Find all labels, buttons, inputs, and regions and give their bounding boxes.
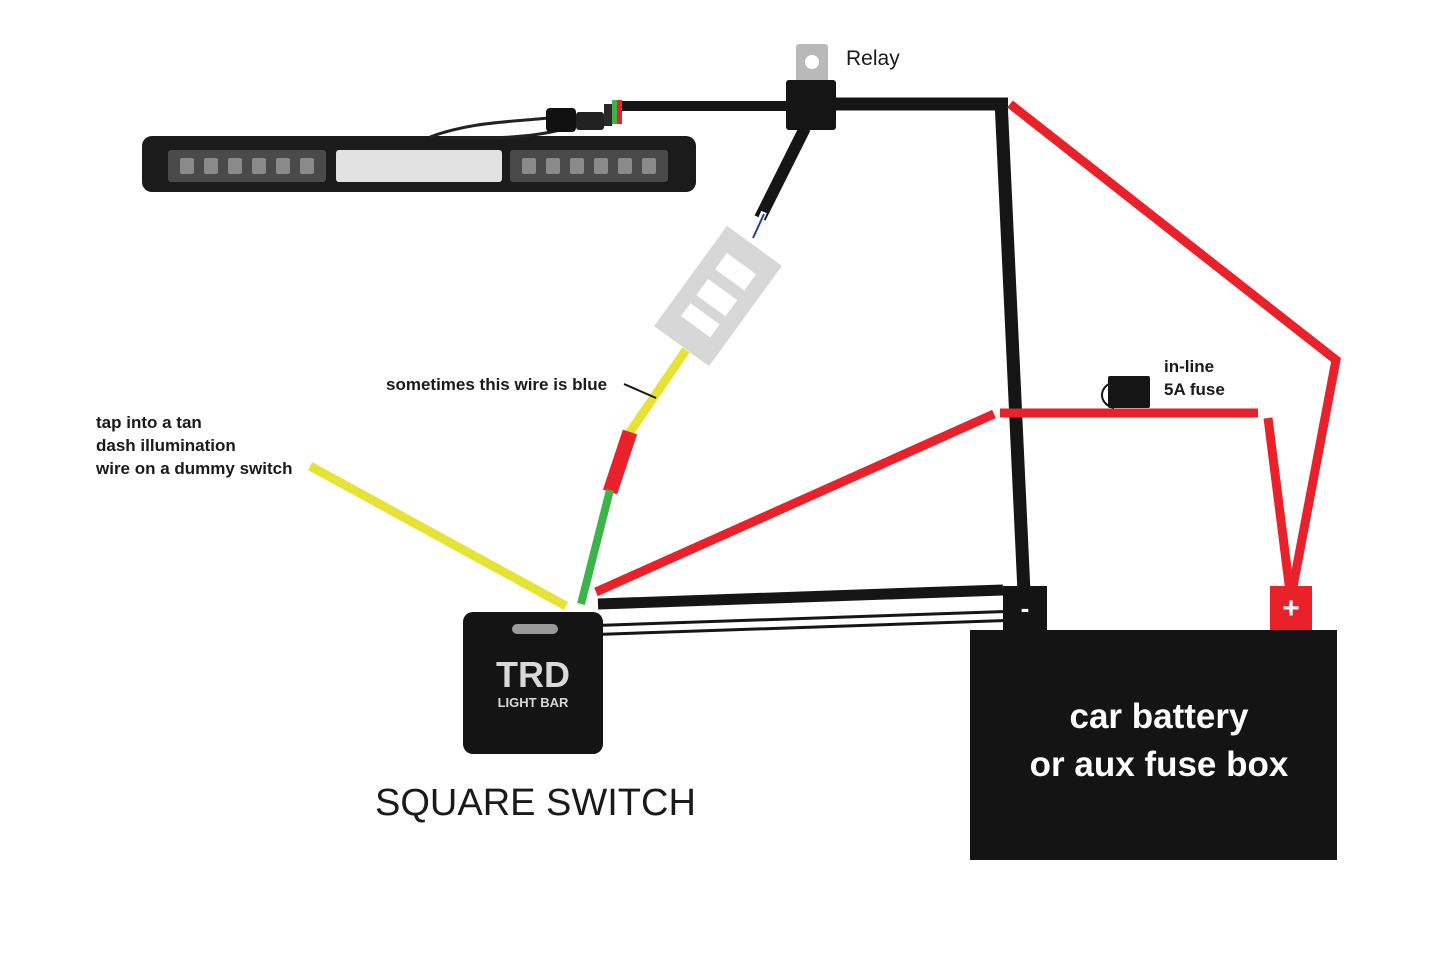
switch-caption: SQUARE SWITCH <box>375 782 696 824</box>
relay-icon <box>786 44 836 130</box>
tan-illumination-wire <box>307 462 569 610</box>
battery-positive-terminal: + <box>1282 592 1300 625</box>
white-wire <box>595 610 1007 636</box>
battery-negative-terminal: - <box>1021 593 1030 623</box>
light-bar-icon <box>142 136 696 192</box>
switch-logo-trd: TRD <box>496 654 570 695</box>
wire-note-label: sometimes this wire is blue <box>386 375 607 394</box>
trd-square-switch-icon: TRD LIGHT BAR <box>463 612 603 754</box>
blue-stripe <box>749 210 767 242</box>
switch-signal-wire <box>577 347 690 605</box>
wire-note-pointer <box>623 383 657 399</box>
fuse-note-line-2: 5A fuse <box>1164 380 1225 399</box>
tap-note-line-1: tap into a tan <box>96 413 202 432</box>
battery-label-line-1: car battery <box>1070 697 1250 736</box>
red-wires <box>594 100 1341 597</box>
relay-label: Relay <box>846 47 900 70</box>
inline-fuse-icon <box>1101 376 1150 409</box>
tap-note-line-2: dash illumination <box>96 436 236 455</box>
black-wires <box>597 97 1031 610</box>
battery-icon <box>970 586 1337 860</box>
switch-logo-light-bar: LIGHT BAR <box>498 695 569 710</box>
tap-note-line-3: wire on a dummy switch <box>95 459 293 478</box>
fuse-note-line-1: in-line <box>1164 357 1214 376</box>
light-bar-pigtail <box>429 100 622 140</box>
fuse-holder-icon <box>654 225 782 367</box>
battery-label-line-2: or aux fuse box <box>1030 745 1289 784</box>
